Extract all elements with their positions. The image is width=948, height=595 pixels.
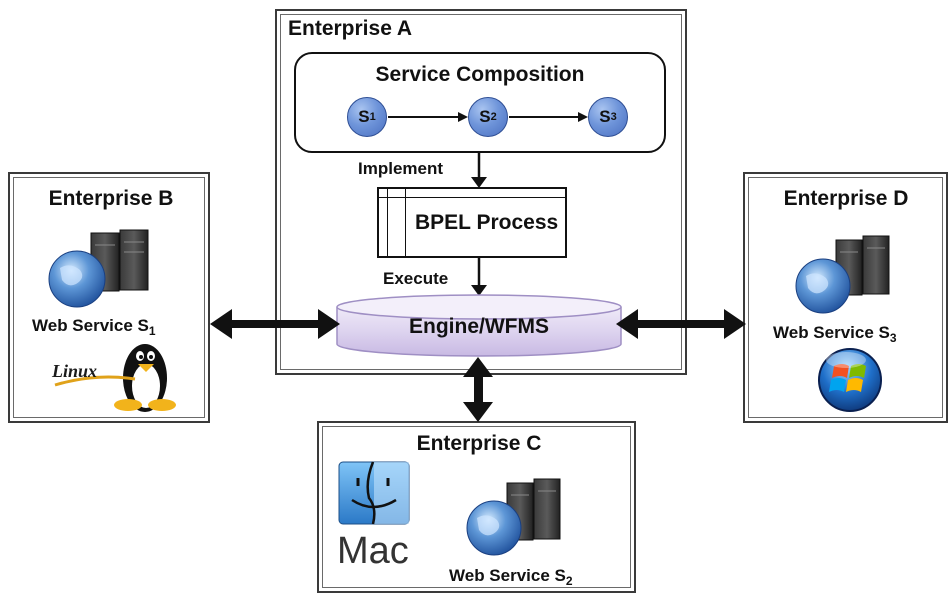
- linux-swoosh: [54, 375, 136, 387]
- tux-penguin-icon: [114, 344, 176, 412]
- web-service-icon-c: [466, 478, 561, 556]
- bpel-process-label: BPEL Process: [415, 211, 559, 234]
- web-service-label-d-text: Web Service S: [773, 323, 890, 342]
- service-node-s1-label: S: [358, 107, 370, 126]
- arrow-engine-d: [616, 309, 746, 339]
- mac-finder-icon: [338, 461, 410, 525]
- windows-logo-icon: [818, 348, 882, 412]
- web-service-icon-d: [795, 235, 890, 314]
- bpel-divider-2: [405, 189, 406, 256]
- web-service-label-c-sub: 2: [565, 574, 573, 588]
- web-service-label-c-text: Web Service S: [449, 566, 566, 585]
- web-service-label-d-sub: 3: [889, 331, 897, 345]
- web-service-label-b-sub: 1: [148, 324, 156, 338]
- enterprise-b-panel: [8, 172, 210, 423]
- enterprise-b-title: Enterprise B: [48, 187, 174, 210]
- mac-logo-text: Mac: [337, 530, 409, 572]
- enterprise-a-title: Enterprise A: [288, 17, 413, 40]
- linux-logo-text: Linux: [52, 361, 98, 381]
- service-node-s2-sub: 2: [490, 111, 497, 123]
- web-service-label-c: Web Service S2: [449, 566, 573, 588]
- enterprise-c-title: Enterprise C: [416, 432, 542, 455]
- implement-arrowhead: [471, 177, 487, 188]
- web-service-label-d: Web Service S3: [773, 323, 897, 345]
- arrow-engine-c: [463, 357, 493, 422]
- service-node-s1-sub: 1: [369, 111, 376, 123]
- web-service-icon-b: [48, 229, 149, 308]
- web-service-label-b-text: Web Service S: [32, 316, 149, 335]
- implement-label: Implement: [358, 159, 444, 178]
- bpel-divider-1: [387, 189, 388, 256]
- arrow-engine-b: [210, 309, 340, 339]
- bpel-band: [379, 197, 565, 198]
- service-composition-title: Service Composition: [375, 63, 585, 86]
- engine-cylinder: [336, 294, 622, 357]
- bpel-process-box: BPEL Process: [377, 187, 567, 258]
- engine-label: Engine/WFMS: [409, 315, 549, 338]
- web-service-label-b: Web Service S1: [32, 316, 156, 338]
- service-node-s3-sub: 3: [610, 111, 617, 123]
- execute-label: Execute: [383, 269, 449, 288]
- service-node-s3-label: S: [599, 107, 611, 126]
- service-node-s2-label: S: [479, 107, 491, 126]
- enterprise-d-title: Enterprise D: [783, 187, 909, 210]
- execute-arrowhead: [471, 285, 487, 296]
